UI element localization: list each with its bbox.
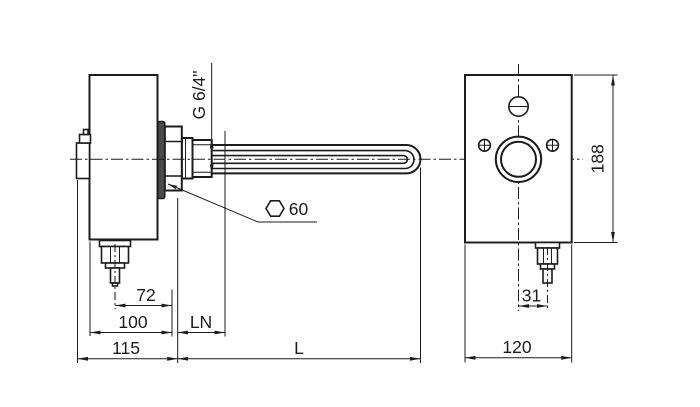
dim-label-72: 72 <box>136 285 155 305</box>
right-screw-cross <box>546 139 559 152</box>
dim-label-ln: LN <box>190 312 212 332</box>
thread-dim-arrow-up <box>209 140 214 149</box>
hex-nut <box>163 125 183 192</box>
dim-label-115: 115 <box>112 338 140 358</box>
dim-label-188: 188 <box>588 144 608 173</box>
hex-leader-arrow <box>168 184 177 190</box>
flange-gasket <box>157 120 166 200</box>
terminal-housing <box>88 74 159 241</box>
hex-leader-line <box>167 183 317 223</box>
collar-washer <box>180 137 194 180</box>
boss-inner-circle <box>500 140 537 178</box>
gland-hex-flats <box>110 246 120 263</box>
left-screw-cross <box>478 139 491 152</box>
dim-label-120: 120 <box>502 337 531 357</box>
threaded-nipple <box>191 139 213 178</box>
dim-label-l: L <box>294 338 304 358</box>
lug-screw-tip <box>82 128 89 136</box>
gland-hex-flats-front <box>543 248 552 264</box>
mounting-lug <box>75 142 91 180</box>
ext-120 <box>464 244 573 363</box>
dim-label-31: 31 <box>522 286 541 306</box>
thread-dim-arrow-down <box>209 164 214 173</box>
front-view: 188 31 120 <box>464 64 618 363</box>
thread-size-label: G 6/4" <box>189 70 209 119</box>
ext-188 <box>574 74 618 243</box>
hex-nut-chamfer-lines <box>164 140 182 177</box>
hexagon-symbol-icon <box>265 200 285 217</box>
lug-screw-body <box>78 133 92 144</box>
hex-size-label: 60 <box>289 199 309 219</box>
thread-lines <box>192 144 212 173</box>
dim-label-100: 100 <box>118 312 147 332</box>
